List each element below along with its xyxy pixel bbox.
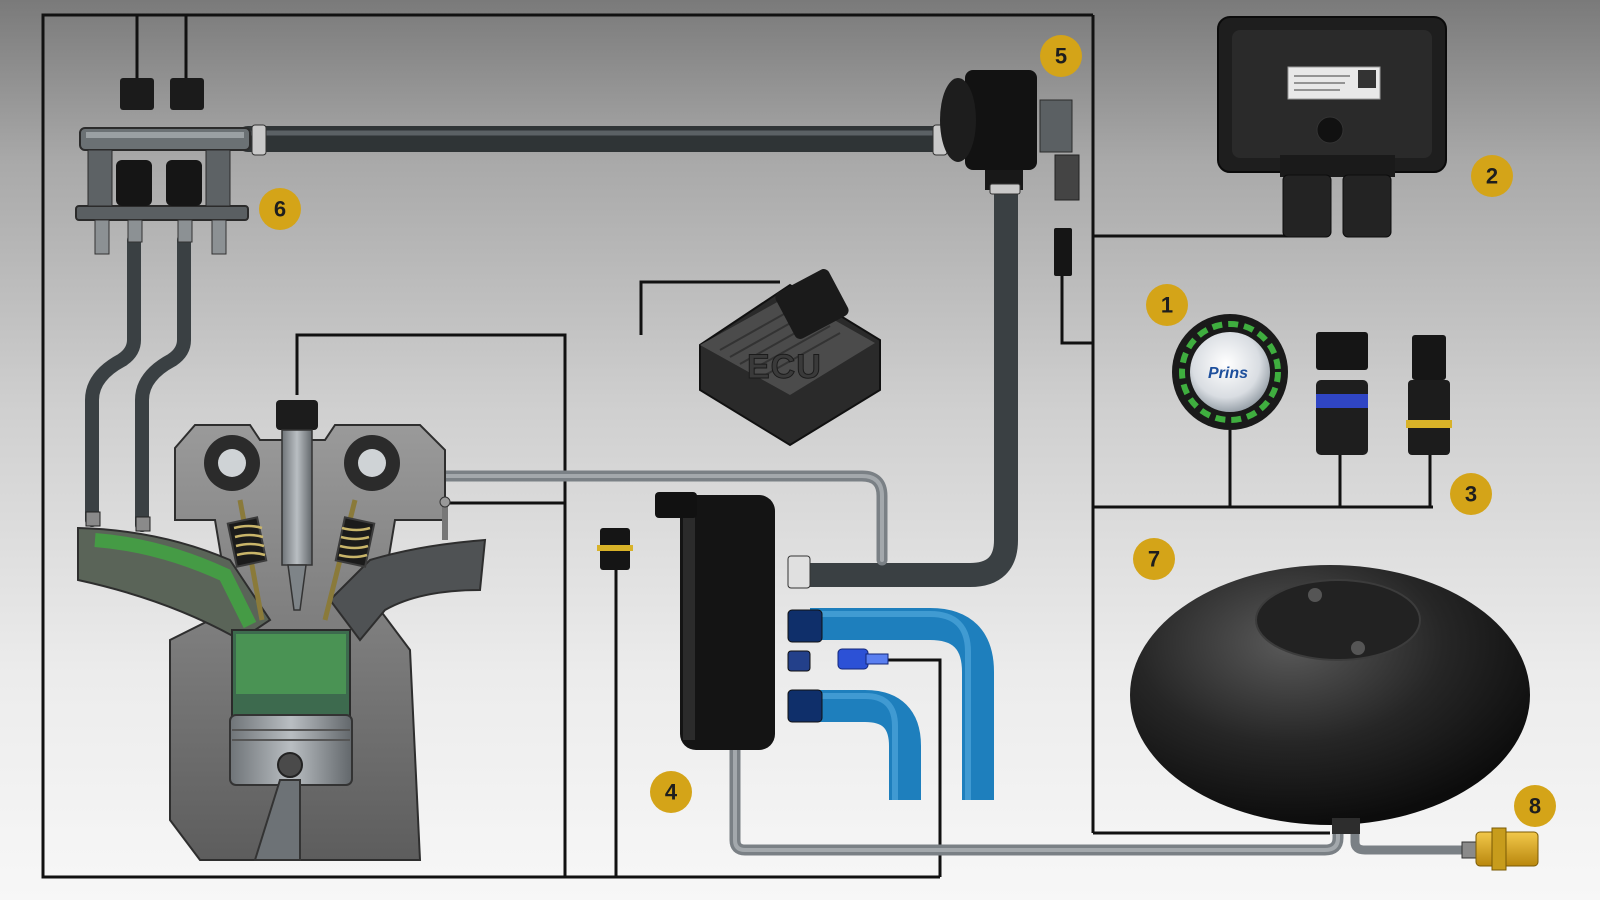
filler-valve [1461, 827, 1539, 871]
callout-number-7: 7 [1148, 547, 1160, 572]
callout-badge-8: 8 [1514, 785, 1556, 827]
callout-badge-4: 4 [650, 771, 692, 813]
callout-number-6: 6 [274, 197, 286, 222]
wiring-harness [41, 13, 1433, 879]
callout-number-3: 3 [1465, 482, 1477, 507]
gas-controller-unit [1217, 16, 1447, 238]
gas-hoses [85, 126, 1470, 856]
callout-number-1: 1 [1161, 293, 1173, 318]
filter-valve [940, 70, 1080, 276]
electrical-connectors [1316, 332, 1452, 455]
callout-number-8: 8 [1529, 794, 1541, 819]
callout-badge-2: 2 [1471, 155, 1513, 197]
map-sensor [597, 528, 633, 570]
callout-number-2: 2 [1486, 164, 1498, 189]
callout-badge-5: 5 [1040, 35, 1082, 77]
callout-number-5: 5 [1055, 44, 1067, 69]
ecu-label: ECU [747, 348, 822, 386]
callout-badge-6: 6 [259, 188, 301, 230]
engine-ecu: ECU [699, 269, 881, 447]
prins-logo-text: Prins [1208, 365, 1248, 382]
callout-number-4: 4 [665, 780, 678, 805]
vaporizer-reducer [655, 492, 823, 750]
temperature-sensor [837, 648, 889, 670]
callout-badge-3: 3 [1450, 473, 1492, 515]
callout-badges: 1 2 3 4 5 6 7 8 [259, 35, 1556, 827]
injector-rail [75, 78, 948, 255]
fuel-switch: Prins [1172, 314, 1288, 430]
callout-badge-7: 7 [1133, 538, 1175, 580]
callout-badge-1: 1 [1146, 284, 1188, 326]
engine-cutaway [77, 400, 487, 861]
lpg-tank [1130, 565, 1530, 834]
